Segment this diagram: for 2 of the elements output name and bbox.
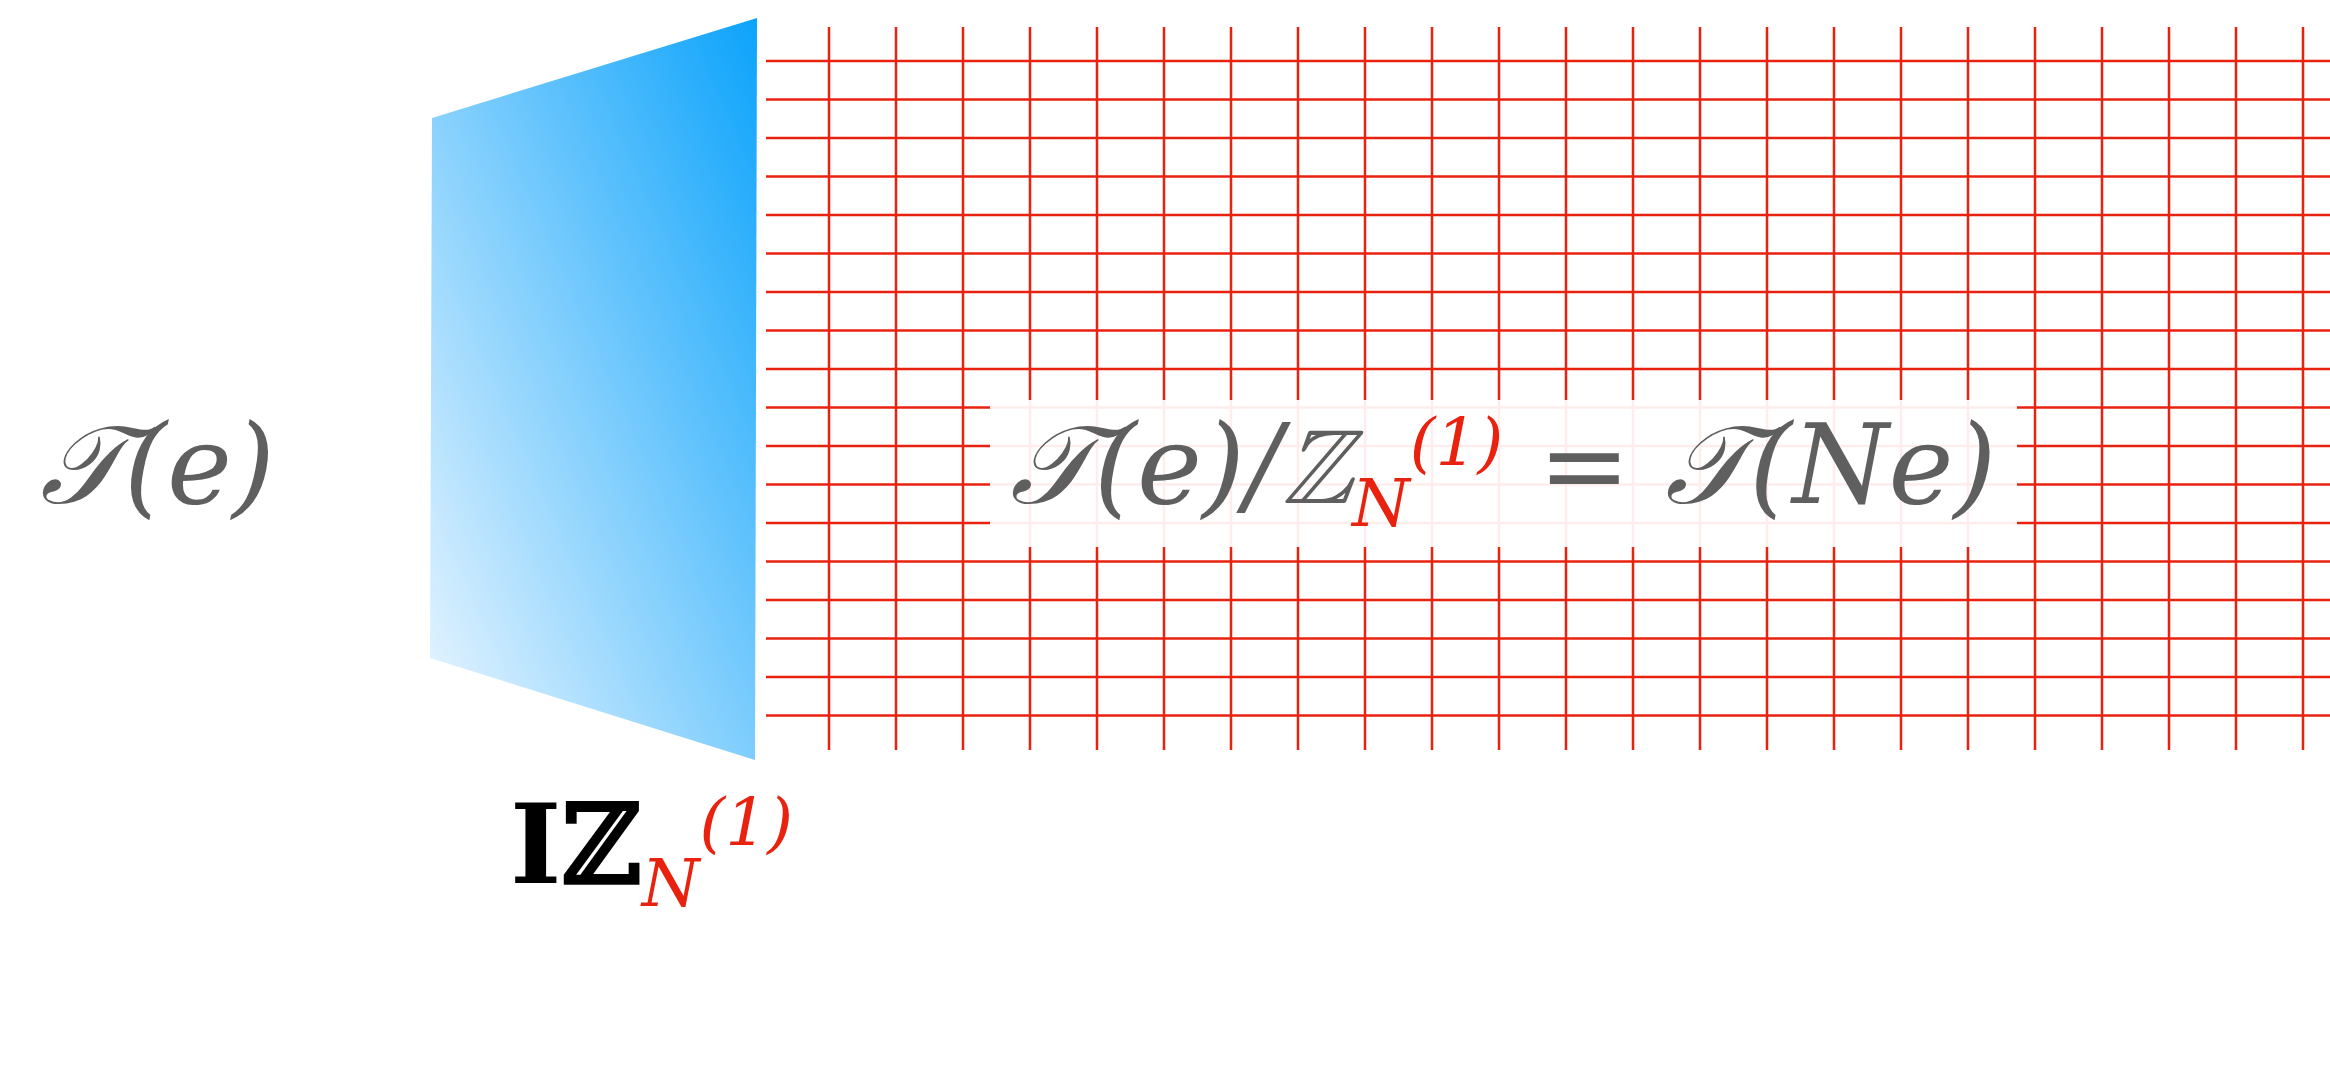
math-label: 𝒯(e)	[40, 410, 275, 520]
equation-label: 𝒯(e)/ℤ$_{N}$$^{(1)}$ = 𝒯(Ne)	[990, 400, 2017, 547]
